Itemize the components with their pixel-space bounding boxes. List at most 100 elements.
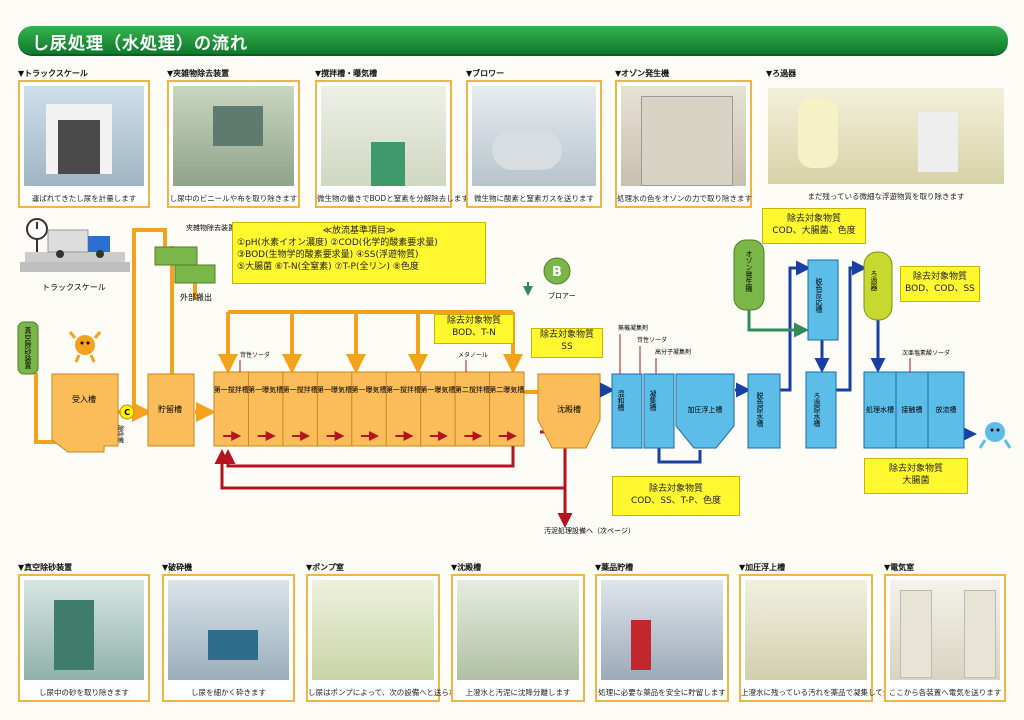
mixing-tank: [611, 373, 643, 449]
aeration-tank-label: 第一曝気槽: [420, 385, 455, 394]
aeration-tank-label: 第二曝気槽: [489, 385, 524, 394]
card-caption: ▼沈殿槽: [451, 563, 482, 572]
debris-unit-upper: [154, 246, 198, 266]
card-caption: ▼夾雑物除去装置: [167, 69, 230, 78]
photo-filter: [768, 88, 1004, 184]
filter-unit: [863, 251, 893, 321]
card-desc: 運ばれてきたし尿を計量します: [31, 194, 137, 203]
card-desc: 微生物の働きでBODと窒素を分解除去します: [317, 194, 469, 203]
card-desc: ここから各装置へ電気を送ります: [888, 688, 1002, 697]
card-caption: ▼加圧浮上槽: [739, 563, 786, 572]
water-mascot-icon: [978, 422, 1012, 449]
page-title: し尿処理（水処理）の流れ: [32, 34, 248, 54]
card-crusher: ▼破砕機 し尿を細かく砕きます: [162, 562, 295, 702]
debris-label: 夾雑物除去装置: [186, 223, 235, 232]
card-caption: ▼ポンプ室: [306, 563, 344, 572]
soda-label: 苛性ソーダ: [240, 351, 270, 359]
methanol-label: メタノール: [458, 351, 488, 359]
removal-items: 大腸菌: [902, 476, 930, 486]
removal-title: 除去対象物質: [888, 464, 943, 474]
photo-crusher: [168, 580, 289, 680]
removal-items: COD、SS、T-P、色度: [630, 496, 722, 506]
photo-float: [745, 580, 867, 680]
photo-pump-room: [312, 580, 434, 680]
card-caption: ▼ブロワー: [466, 69, 505, 78]
card-caption: ▼薬品貯槽: [595, 563, 634, 572]
truck-scale-label: トラックスケール: [42, 283, 106, 292]
card-chemical: ▼薬品貯槽 処理に必要な薬品を安全に貯留します: [595, 562, 729, 702]
aeration-tank-label: 第一撹拌槽: [386, 385, 421, 394]
removal-title: 除去対象物質: [446, 316, 501, 326]
card-desc: 微生物に酸素と窒素ガスを送ります: [474, 194, 594, 203]
card-truck-scale: ▼トラックスケール 運ばれてきたし尿を計量します: [18, 68, 150, 208]
standards-line: ①pH(水素イオン濃度) ②COD(化学的酸素要求量): [237, 238, 438, 248]
mixing-label: 混和槽: [617, 389, 625, 412]
receiving-label: 受入槽: [72, 394, 96, 404]
float-label: 加圧浮上槽: [688, 405, 723, 414]
removal-box-filter: 除去対象物質 BOD、COD、SS: [900, 266, 980, 302]
aeration-tank-label: 第一撹拌槽: [283, 385, 318, 394]
b-mark: B: [552, 265, 562, 280]
removal-items: BOD、COD、SS: [905, 284, 975, 294]
settling-tank: [537, 373, 601, 449]
photo-aeration: [321, 86, 446, 186]
card-electric: ▼電気室 ここから各装置へ電気を送ります: [884, 562, 1006, 702]
storage-label: 貯留槽: [158, 404, 182, 414]
photo-vacuum: [24, 580, 144, 680]
card-desc: し尿中の砂を取り除きます: [39, 688, 129, 697]
card-desc: 上澄水に残っている汚れを薬品で凝集して分離除去します: [741, 688, 936, 697]
card-desc: し尿中のビニールや布を取り除きます: [169, 194, 298, 203]
card-pump-room: ▼ポンプ室 し尿はポンプによって、次の設備へと送られます: [306, 562, 471, 702]
c-mark-icon: [119, 404, 135, 420]
card-caption: ▼撹拌槽・曝気槽: [315, 69, 378, 78]
photo-blower: [472, 86, 596, 186]
removal-items: BOD、T-N: [452, 328, 496, 338]
decolor-reaction-tank: [807, 259, 839, 341]
decolor-raw-label: 脱色原水槽: [756, 391, 764, 428]
standards-line: ③BOD(生物学的酸素要求量) ④SS(浮遊物質): [237, 250, 419, 260]
mascot-icon: [68, 331, 102, 363]
sludge-label: 汚泥処理設備へ（次ページ）: [544, 526, 635, 535]
aeration-tank-label: 第二撹拌槽: [455, 385, 490, 394]
coagulation-tank: [643, 373, 675, 449]
card-debris-removal: ▼夾雑物除去装置 し尿中のビニールや布を取り除きます: [167, 68, 300, 208]
decolor-react-label: 脱色反応槽: [815, 277, 823, 314]
photo-truck-scale: [24, 86, 144, 186]
standards-line: ⑤大腸菌 ⑥T-N(全窒素) ⑦T-P(全リン) ⑧色度: [237, 262, 419, 272]
removal-title: 除去対象物質: [912, 272, 967, 282]
removal-box-bod: 除去対象物質 BOD、T-N: [434, 314, 514, 344]
card-blower: ▼ブロワー 微生物に酸素と窒素ガスを送ります: [466, 68, 602, 208]
filter-raw-tank: [805, 371, 837, 449]
card-desc: 上澄水と汚泥に沈降分離します: [465, 688, 571, 697]
removal-title: 除去対象物質: [539, 330, 594, 340]
card-aeration: ▼撹拌槽・曝気槽 微生物の働きでBODと窒素を分解除去します: [315, 68, 469, 208]
removal-box-coli: 除去対象物質大腸菌: [864, 458, 968, 494]
removal-title: 除去対象物質: [786, 214, 841, 224]
card-ozone: ▼オゾン発生機 処理水の色をオゾンの力で取り除きます: [615, 68, 752, 208]
ozone-label: オゾン発生機: [745, 250, 753, 293]
card-desc: 処理水の色をオゾンの力で取り除きます: [617, 194, 752, 203]
coag-label: 凝集槽: [649, 389, 657, 412]
c-mark: C: [124, 408, 130, 417]
card-desc: 処理に必要な薬品を安全に貯留します: [598, 688, 726, 697]
standards-box: ≪放流基準項目≫ ①pH(水素イオン濃度) ②COD(化学的酸素要求量) ③BO…: [232, 222, 486, 284]
discharge-tank: [927, 371, 965, 449]
debris-unit-lower: [174, 264, 216, 284]
storage-tank: [147, 373, 195, 447]
inorganic-label: 無機凝集剤: [618, 324, 648, 332]
title-bar: し尿処理（水処理）の流れ: [18, 26, 1008, 54]
photo-ozone: [621, 86, 746, 186]
aeration-tank-label: 第一曝気槽: [248, 385, 283, 394]
b-mark-icon: [543, 257, 571, 285]
decolor-raw-tank: [747, 373, 781, 449]
settling-label: 沈殿槽: [557, 404, 581, 414]
filter-label: ろ過器: [870, 270, 878, 292]
photo-settling: [457, 580, 579, 680]
card-caption: ▼破砕機: [162, 563, 193, 572]
hypo-label: 次亜塩素酸ソーダ: [902, 349, 950, 357]
aeration-tank-label: 第一曝気槽: [352, 385, 387, 394]
